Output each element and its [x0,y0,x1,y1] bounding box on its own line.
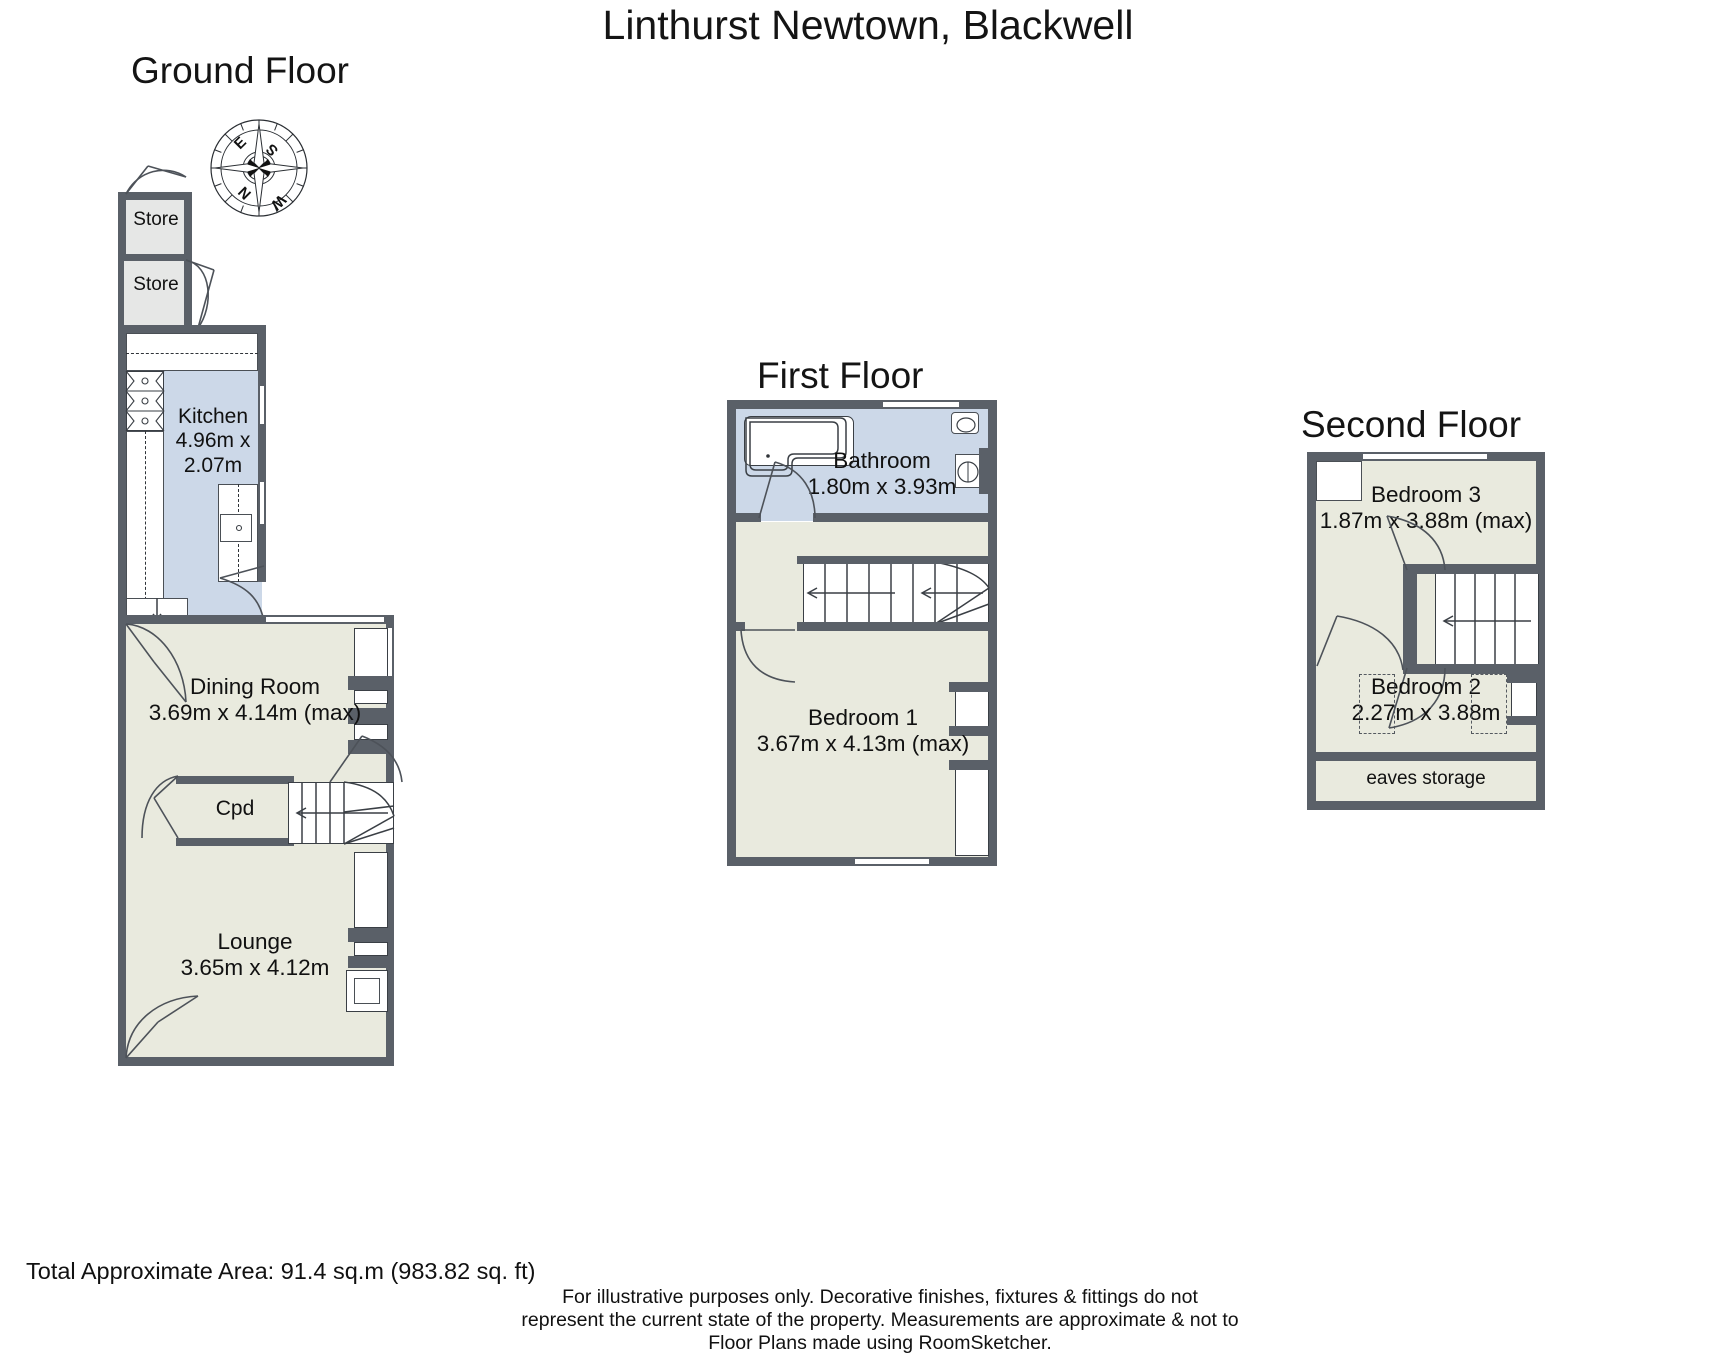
bedroom-1-recess [955,686,989,730]
eaves-dashed-left [1359,674,1395,734]
staircase-treads [295,781,395,845]
bathroom-door [758,461,816,519]
front-door [125,995,199,1059]
bedroom-2-door [1316,615,1404,671]
stairs-door [329,735,403,783]
bedroom-3-door [1386,515,1446,571]
dining-door [125,623,187,703]
toilet-bowl [956,417,976,433]
basin-bowl [957,461,979,483]
staircase-treads [806,561,990,625]
first-floor-plan: Bathroom 1.80m x 3.93m [727,400,997,870]
second-floor-title: Second Floor [1301,404,1522,445]
sink-tap [235,524,243,532]
lounge-label: Lounge 3.65m x 4.12m [180,929,330,981]
kitchen-hob [126,371,164,431]
ground-floor-plan: Store Store [118,165,418,1077]
room-eaves-storage [1316,761,1536,801]
bedroom-1-radiator [955,768,989,856]
cpd-door [141,775,179,839]
dining-window-recess-1 [354,628,388,684]
bathroom-label: Bathroom 1.80m x 3.93m [807,448,957,500]
total-area-text: Total Approximate Area: 91.4 sq.m (983.8… [26,1258,536,1284]
hob-burners [125,370,165,432]
eaves-dashed-right [1471,674,1507,734]
store-2-label: Store [133,274,179,295]
bathtub-inner [745,417,847,477]
room-store-1 [124,198,186,260]
eaves-storage-label: eaves storage [1366,768,1486,789]
cpd-label: Cpd [215,797,255,820]
ground-floor-title: Ground Floor [131,50,349,91]
bedroom-1-label: Bedroom 1 3.67m x 4.13m (max) [756,705,970,757]
bedroom-1-door [740,629,796,683]
disclaimer-text: For illustrative purposes only. Decorati… [420,1286,1340,1355]
staircase-treads [1442,572,1531,670]
disclaimer-line-2: represent the current state of the prope… [521,1309,1239,1331]
disclaimer-line-1: For illustrative purposes only. Decorati… [562,1286,1198,1308]
dining-label: Dining Room 3.69m x 4.14m (max) [148,674,362,726]
kitchen-label: Kitchen 4.96m x 2.07m [175,405,251,477]
landing-door [1388,667,1446,729]
bedroom-2-recess [1511,680,1537,718]
second-floor-recess [1316,461,1362,501]
store-1-label: Store [133,209,179,230]
room-cpd [182,782,288,840]
store-2-door [185,259,215,329]
second-floor-plan: Bedroom 3 1.87m x 3.88m (max) Bedroo [1307,452,1545,810]
lounge-window-recess [354,852,388,928]
page-title: Linthurst Newtown, Blackwell [602,2,1134,48]
disclaimer-line-3: Floor Plans made using RoomSketcher. [708,1332,1052,1354]
bedroom-3-label: Bedroom 3 1.87m x 3.88m (max) [1319,482,1533,534]
room-store-2 [124,261,186,325]
first-floor-title: First Floor [757,355,924,396]
compass-rose: E S N W [209,118,309,218]
bedroom-2-label: Bedroom 2 2.27m x 3.88m [1351,674,1501,726]
room-lounge [124,846,386,1065]
store-1-door [125,165,187,195]
